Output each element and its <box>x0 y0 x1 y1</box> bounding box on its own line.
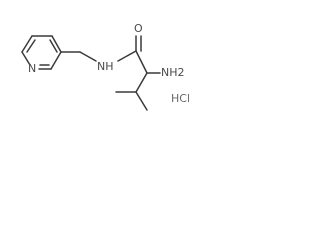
ring-double-bond-c2-c3 <box>26 39 36 53</box>
pyridine-nitrogen-label: N <box>28 62 36 75</box>
amide-linker <box>60 35 148 74</box>
amide-nh-label: NH <box>97 60 114 73</box>
carbonyl-oxygen-label: O <box>134 22 143 35</box>
bond-nh-to-carbonyl <box>117 50 137 62</box>
ring-bond-n-c2 <box>21 51 31 66</box>
valine-side-chain <box>115 72 161 111</box>
ring-double-bond-c4-c5 <box>49 39 58 53</box>
amine-nh2-label: NH2 <box>161 66 185 79</box>
ring-bond-c4-c5 <box>51 35 62 53</box>
bond-ch2-to-nh <box>79 51 97 62</box>
atom-labels: N NH O NH2 HCl <box>28 22 190 105</box>
chemical-structure-diagram: N NH O NH2 HCl <box>21 22 190 111</box>
bond-carbonyl-to-alpha <box>135 50 148 74</box>
bond-beta-to-methyl-down <box>135 91 148 111</box>
ring-bond-c5-c6 <box>50 51 62 70</box>
hydrochloride-label: HCl <box>171 92 190 105</box>
bond-alpha-to-beta <box>135 72 148 93</box>
pyridine-ring <box>21 35 62 70</box>
ring-bond-c2-c3 <box>21 35 33 53</box>
